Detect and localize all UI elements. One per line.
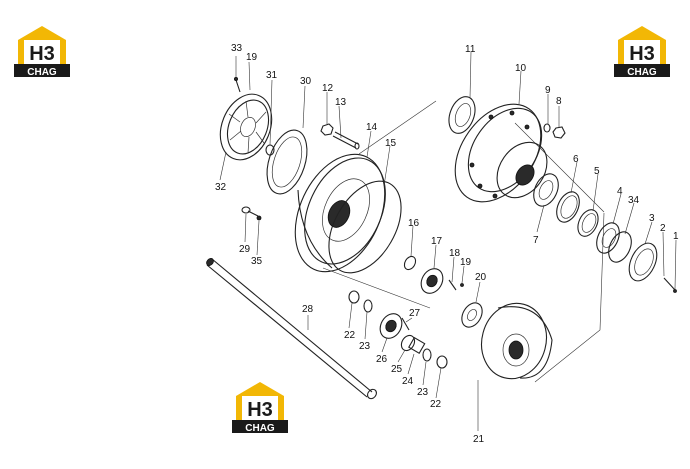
logo-mark-text: H3 [29, 43, 55, 65]
callout-22-left: 22 [344, 330, 356, 341]
assembly-outline [322, 100, 605, 383]
thrust-washer-20 [461, 302, 483, 328]
callout-3: 3 [649, 213, 655, 224]
brand-logo-top-right: H3 CHAG [614, 26, 670, 78]
callout-25: 25 [391, 364, 403, 375]
callout-26: 26 [376, 354, 388, 365]
callout-27: 27 [409, 308, 421, 319]
callout-16: 16 [408, 218, 420, 229]
logo-brand-text: CHAG [245, 423, 275, 434]
sun-gear-17 [420, 268, 444, 294]
callout-9: 9 [545, 85, 551, 96]
callout-35: 35 [251, 256, 263, 267]
callout-17: 17 [431, 236, 443, 247]
planet-gear-26 [379, 313, 403, 339]
callout-19-mid: 19 [460, 257, 472, 268]
seal-5 [577, 209, 599, 237]
nut-12 [320, 123, 334, 136]
callout-33: 33 [231, 43, 243, 54]
wheel-hub-10 [454, 103, 548, 203]
washer-35 [256, 215, 262, 221]
callout-23-left: 23 [359, 341, 371, 352]
callout-29: 29 [239, 244, 251, 255]
ring-23b [422, 348, 432, 362]
callout-28: 28 [302, 304, 314, 315]
callout-19-top: 19 [246, 52, 258, 63]
bolt-33 [233, 77, 241, 93]
callout-18: 18 [449, 248, 461, 259]
callout-11: 11 [465, 44, 476, 55]
callout-6: 6 [573, 154, 579, 165]
pin-18 [448, 279, 457, 291]
ring-34 [608, 231, 632, 263]
callout-20: 20 [475, 272, 487, 283]
logo-mark-text: H3 [247, 399, 273, 421]
washer-9 [543, 123, 551, 133]
callout-21: 21 [473, 434, 485, 445]
gasket-30 [266, 129, 308, 195]
half-shaft-28 [206, 257, 377, 400]
spacer-24 [408, 336, 426, 354]
nut-8 [552, 126, 566, 139]
callout-31: 31 [266, 70, 278, 81]
o-ring-15 [328, 180, 402, 274]
callout-5: 5 [594, 166, 600, 177]
callout-7: 7 [533, 235, 539, 246]
ring-23a [363, 299, 373, 313]
callout-4: 4 [617, 186, 623, 197]
callout-32: 32 [215, 182, 227, 193]
bearing-25 [400, 334, 416, 352]
callout-leaders [219, 51, 677, 431]
ball-19b [460, 283, 464, 287]
logo-brand-text: CHAG [627, 67, 657, 78]
brand-logo-top-left: H3 CHAG [14, 26, 70, 78]
cover-plate-32 [219, 93, 273, 161]
planet-carrier-14 [294, 153, 386, 273]
callout-15: 15 [385, 138, 397, 149]
washer-22b [436, 355, 448, 369]
brake-drum-21 [481, 302, 553, 380]
bearing-7 [533, 173, 559, 207]
stud-13 [332, 131, 360, 150]
callout-labels: 1 2 3 4 5 6 7 8 9 10 11 12 13 14 15 16 1… [215, 43, 679, 445]
cover-3 [628, 242, 658, 282]
callout-24: 24 [402, 376, 414, 387]
brand-logo-bottom: H3 CHAG [232, 382, 288, 434]
callout-34: 34 [628, 195, 640, 206]
logo-mark-text: H3 [629, 43, 655, 65]
bolt-2-1 [663, 277, 677, 293]
callout-8: 8 [556, 96, 562, 107]
logo-brand-text: CHAG [27, 67, 57, 78]
callout-22-right: 22 [430, 399, 442, 410]
ring-6 [556, 191, 580, 223]
washer-22a [348, 290, 360, 304]
snap-ring-16 [403, 255, 417, 271]
callout-13: 13 [335, 97, 347, 108]
callout-14: 14 [366, 122, 378, 133]
bolt-29 [241, 206, 259, 217]
callout-12: 12 [322, 83, 334, 94]
callout-10: 10 [515, 63, 527, 74]
callout-30: 30 [300, 76, 312, 87]
pin-27 [401, 317, 410, 331]
callout-2: 2 [660, 223, 666, 234]
callout-23-right: 23 [417, 387, 429, 398]
oil-seal-11 [448, 96, 476, 134]
callout-1: 1 [673, 231, 679, 242]
bearing-4 [596, 222, 620, 254]
